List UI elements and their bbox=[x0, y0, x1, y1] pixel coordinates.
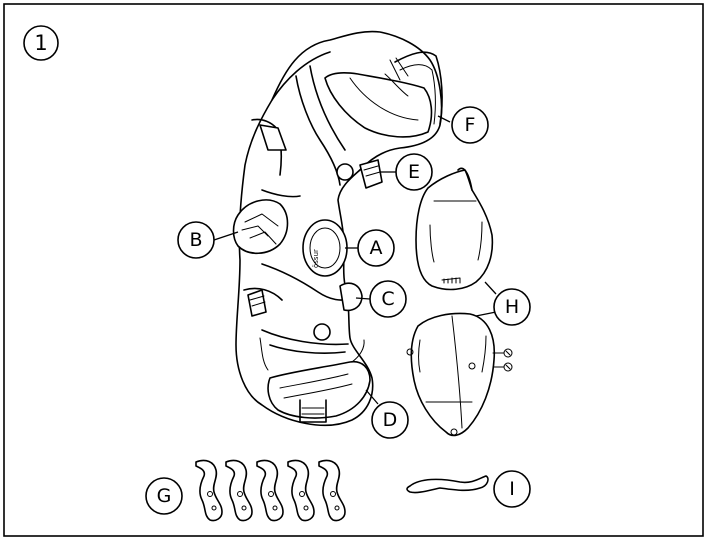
callout-d: D bbox=[371, 401, 409, 439]
rivet-lower bbox=[313, 323, 331, 341]
rivet-upper bbox=[336, 163, 354, 181]
callout-h: H bbox=[493, 288, 531, 326]
callout-b-label: B bbox=[189, 229, 202, 251]
callout-f: F bbox=[451, 106, 489, 144]
callout-b: B bbox=[177, 221, 215, 259]
callout-f-label: F bbox=[465, 114, 476, 136]
step-number-badge: 1 bbox=[23, 25, 59, 61]
diagram-frame bbox=[3, 3, 704, 537]
hinge-brand-text: össur bbox=[312, 249, 320, 268]
screws bbox=[492, 348, 513, 372]
calf-shell-d bbox=[267, 360, 371, 419]
callout-g-label: G bbox=[157, 485, 172, 507]
callout-e-label: E bbox=[408, 161, 420, 183]
condyle-pad-b bbox=[232, 199, 289, 255]
clip-3 bbox=[256, 459, 284, 522]
callout-g: G bbox=[145, 477, 183, 515]
clip-2 bbox=[225, 459, 253, 522]
callout-e: E bbox=[395, 153, 433, 191]
cord-i bbox=[406, 475, 489, 494]
callout-h-label: H bbox=[505, 296, 519, 318]
clip-5 bbox=[318, 459, 346, 522]
shell-h-lower bbox=[406, 312, 496, 437]
clip-4 bbox=[287, 459, 315, 522]
thigh-shell-window bbox=[324, 72, 433, 138]
callout-d-label: D bbox=[383, 409, 398, 431]
step-number: 1 bbox=[34, 31, 47, 55]
tibial-piece-c bbox=[339, 282, 363, 312]
shell-h-upper bbox=[415, 167, 494, 291]
strap-f bbox=[394, 51, 443, 125]
callout-a-label: A bbox=[370, 237, 383, 259]
callout-c: C bbox=[369, 280, 407, 318]
callout-i-label: I bbox=[509, 478, 515, 500]
callout-c-label: C bbox=[381, 288, 394, 310]
callout-i: I bbox=[493, 470, 531, 508]
leader-lines bbox=[213, 115, 497, 405]
knee-brace: össur bbox=[232, 30, 443, 427]
callout-a: A bbox=[357, 229, 395, 267]
pivot-e bbox=[359, 159, 383, 189]
clips-g bbox=[195, 459, 223, 522]
